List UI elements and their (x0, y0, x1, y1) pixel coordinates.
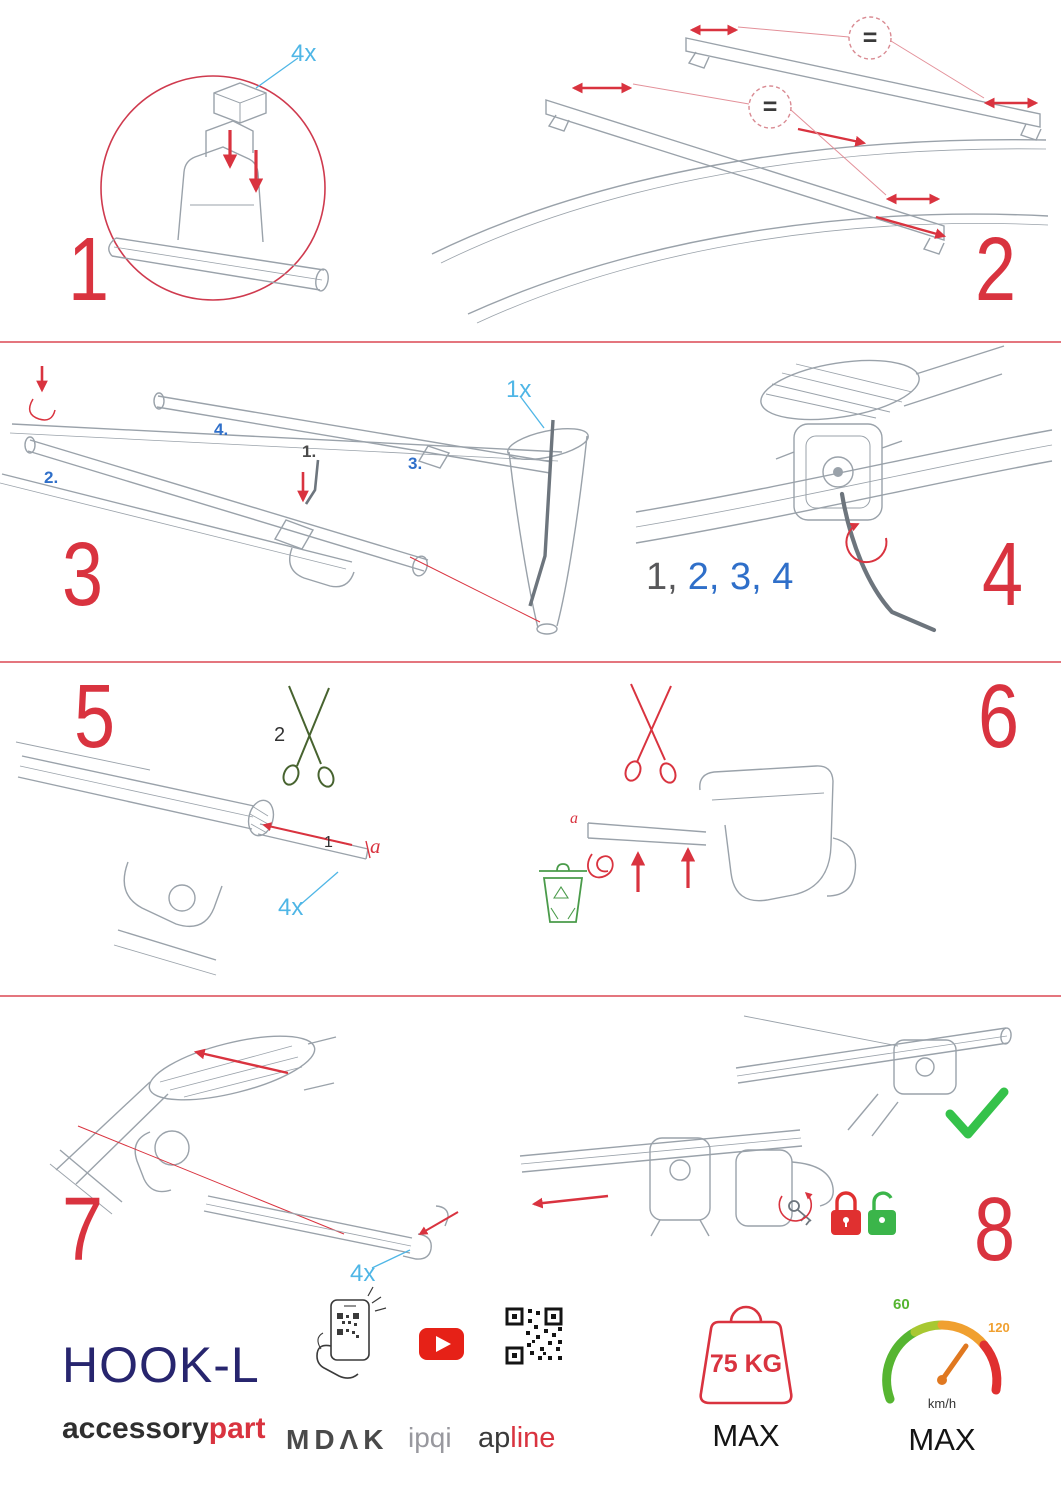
step-3-order-2: 2. (44, 468, 59, 487)
brand-logo: accessorypart (62, 1412, 265, 1446)
push-up-arrows (630, 847, 696, 892)
step-8-illustration (519, 1015, 1012, 1237)
step-6-number: 6 (978, 667, 1019, 767)
phone-qr-icon (316, 1286, 387, 1379)
press-arrows (36, 366, 309, 503)
step-6-illustration (539, 683, 857, 923)
step-5-quantity: 4x (278, 894, 304, 921)
step-2-illustration (431, 16, 1049, 324)
step-7-quantity: 4x (350, 1260, 376, 1287)
speed-low-value: 60 (893, 1296, 910, 1313)
qr-code (504, 1306, 564, 1366)
allen-key-icon (528, 419, 555, 607)
step-3-order-3: 3. (408, 454, 423, 473)
step-5-strip-label: 1 (324, 834, 333, 851)
speed-max-label: MAX (908, 1422, 976, 1457)
brand-word-accessory: accessory (62, 1412, 209, 1445)
weight-icon (699, 1305, 793, 1405)
speedometer-icon (882, 1320, 1002, 1404)
logo-mdak: MDΛK (286, 1424, 389, 1455)
speed-unit-label: km/h (927, 1396, 957, 1411)
insert-arrows (222, 130, 264, 193)
scissors-green-icon (282, 685, 335, 788)
rotate-arrow (778, 1192, 813, 1222)
measure-arrows (571, 24, 1039, 239)
step-2-number: 2 (975, 220, 1016, 320)
step-3-number: 3 (62, 525, 103, 625)
step-4-sequence: 1,2, 3, 4 (646, 556, 793, 599)
step-1-illustration (100, 57, 329, 301)
step-4-number: 4 (982, 525, 1023, 625)
allen-key-icon (839, 491, 937, 633)
section-divider-2 (0, 661, 1061, 663)
recycle-bin-icon (539, 863, 587, 923)
zoom-circle (100, 75, 326, 301)
apline-ap: ap (478, 1422, 511, 1454)
product-name: HOOK-L (62, 1337, 260, 1393)
section-divider-1 (0, 341, 1061, 343)
step-8-number: 8 (974, 1180, 1015, 1280)
step-3-order-4: 4. (214, 420, 229, 439)
equal-symbol-front: = (762, 93, 778, 121)
speedometer-needle (939, 1343, 969, 1383)
sequence-rest: 2, 3, 4 (687, 556, 794, 598)
cut-strip-scrap (587, 853, 614, 879)
step-5-edge-label: a (370, 834, 381, 858)
scissors-red-icon (624, 683, 677, 784)
brand-word-part: part (208, 1412, 266, 1445)
step-5-cut-label: 2 (274, 724, 286, 746)
check-icon (945, 1087, 1009, 1139)
step-3-quantity: 1x (506, 376, 532, 403)
step-3-illustration (0, 366, 589, 635)
step-5-number: 5 (74, 667, 115, 767)
equal-circle-rear (848, 16, 892, 60)
step-5-illustration (15, 685, 371, 976)
weight-limit-value: 75 KG (709, 1350, 783, 1378)
section-divider-3 (0, 995, 1061, 997)
apline-line: line (510, 1422, 556, 1454)
step-1-quantity: 4x (291, 40, 317, 67)
logo-apline: apline (478, 1422, 555, 1455)
unlocked-padlock-icon (868, 1191, 896, 1235)
logo-ipqi: ipqi (408, 1422, 452, 1453)
step-6-edge-label: a (570, 810, 578, 827)
step-7-number: 7 (62, 1180, 103, 1280)
equal-symbol-rear: = (862, 24, 878, 52)
sequence-first: 1, (646, 556, 678, 598)
step-4-illustration (635, 345, 1053, 633)
equal-circle-front (748, 85, 792, 129)
rotate-arrow (845, 522, 888, 564)
speed-high-value: 120 (988, 1320, 1010, 1335)
step-3-order-1: 1. (302, 442, 317, 461)
youtube-icon (419, 1328, 464, 1360)
step-7-illustration (49, 1035, 459, 1269)
locked-padlock-icon (831, 1191, 861, 1235)
step-1-number: 1 (68, 220, 109, 320)
weight-max-label: MAX (712, 1418, 780, 1453)
